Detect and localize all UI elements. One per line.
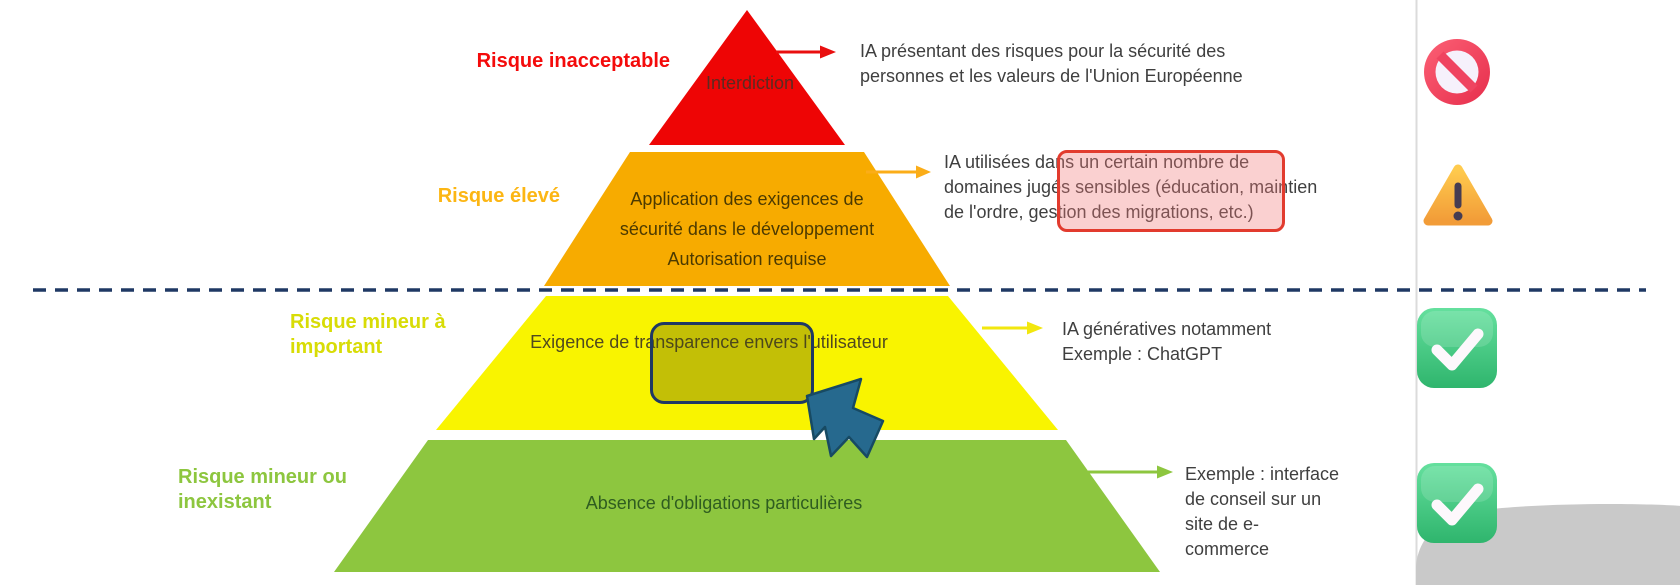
pyramid-level-1-shape	[649, 10, 845, 145]
pyramid-level-3-shape	[436, 296, 1058, 430]
level-4-annotation-line-1: Exemple : interface	[1185, 464, 1340, 484]
level-4-label: Risque mineur ou inexistant	[178, 465, 408, 515]
level-3-annotation-line-1: IA génératives notamment	[1062, 319, 1272, 339]
navy-highlight-box	[650, 322, 814, 404]
level-4-annotation-line-4: commerce	[1185, 539, 1270, 559]
check-icon	[1417, 308, 1497, 388]
level-2-inner-text: Application des exigences de sécurité da…	[592, 184, 902, 274]
level-4-annotation-line-3: site de e-	[1185, 514, 1260, 534]
red-highlight-box	[1057, 150, 1285, 232]
level-4-annotation-line-2: de conseil sur un	[1185, 489, 1322, 509]
red-arrow	[776, 45, 836, 59]
check-icon	[1417, 463, 1497, 543]
level-2-inner-line-1: Application des exigences de	[630, 189, 864, 209]
level-1-label: Risque inacceptable	[476, 50, 670, 72]
level-2-inner-line-3: Autorisation requise	[667, 249, 827, 269]
level-3-label: Risque mineur à important	[290, 310, 510, 360]
cursor-arrow	[805, 377, 885, 459]
level-4-label-line-1: Risque mineur ou	[178, 466, 347, 488]
pyramid-level-4-shape	[334, 440, 1160, 572]
level-1-annotation-line-2: personnes et les valeurs de l'Union Euro…	[860, 66, 1243, 86]
prohibition-icon	[1424, 39, 1490, 105]
level-4-inner-text: Absence d'obligations particulières	[585, 493, 863, 513]
level-3-label-line-1: Risque mineur à	[290, 311, 446, 333]
level-2-annotation-line-2: domaines jugés sensibles (éducation, mai…	[944, 177, 1318, 197]
level-4-label-line-2: inexistant	[178, 491, 272, 513]
level-3-label-line-2: important	[290, 336, 383, 358]
level-2-inner-line-2: sécurité dans le développement	[619, 219, 875, 239]
level-2-annotation: IA utilisées dans un certain nombre de d…	[944, 150, 1364, 225]
level-3-inner-text: Exigence de transparence envers l'utilis…	[530, 332, 888, 352]
warning-icon	[1423, 164, 1493, 226]
yellow-arrow	[982, 321, 1043, 335]
pyramid-level-2-shape	[544, 152, 950, 286]
level-2-annotation-line-3: de l'ordre, gestion des migrations, etc.…	[944, 202, 1254, 222]
level-1-annotation-line-1: IA présentant des risques pour la sécuri…	[860, 41, 1226, 61]
level-3-annotation: IA génératives notamment Exemple : ChatG…	[1062, 317, 1352, 367]
level-2-annotation-line-1: IA utilisées dans un certain nombre de	[944, 152, 1250, 172]
level-3-annotation-line-2: Exemple : ChatGPT	[1062, 344, 1223, 364]
orange-arrow	[866, 165, 931, 179]
level-4-annotation: Exemple : interface de conseil sur un si…	[1185, 462, 1375, 562]
green-arrow	[1088, 465, 1173, 479]
level-2-label: Risque élevé	[437, 185, 560, 207]
level-1-inner-text: Interdiction	[705, 73, 795, 93]
level-1-annotation: IA présentant des risques pour la sécuri…	[860, 39, 1320, 89]
